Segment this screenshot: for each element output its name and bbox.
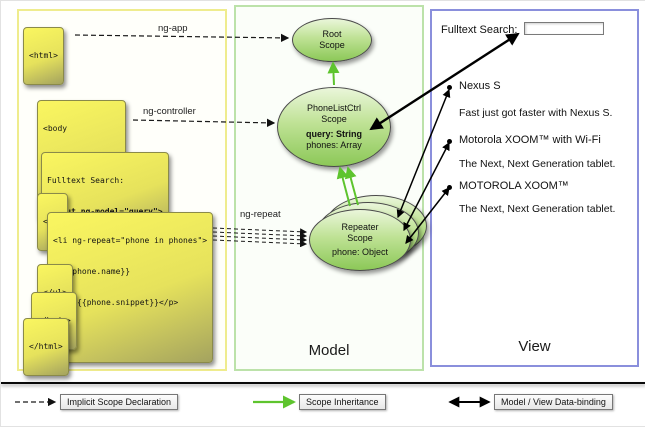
fulltext-search-input[interactable]: [524, 22, 604, 35]
code-html-open: <html>: [23, 27, 64, 85]
query-property: query: String: [305, 129, 362, 139]
ng-controller-label: ng-controller: [143, 106, 196, 117]
repeater-scope-title: Scope: [347, 233, 373, 244]
bullet-icon: [447, 139, 452, 144]
repeater-scope-title: Repeater: [341, 222, 379, 233]
phone-title: Motorola XOOM™ with Wi-Fi: [459, 134, 601, 146]
code-line: {{phone.name}}: [53, 266, 131, 276]
code-line: Fulltext Search:: [47, 175, 125, 185]
root-scope-ellipse: Root Scope: [292, 18, 372, 62]
code-line: <body: [43, 123, 68, 133]
ng-app-label: ng-app: [158, 23, 188, 34]
repeater-scope-ellipse-front: Repeater Scope phone: Object: [309, 209, 411, 271]
phone-property: phone: Object: [331, 246, 389, 257]
bullet-icon: [447, 85, 452, 90]
phone-snippet: Fast just got faster with Nexus S.: [459, 107, 613, 119]
phones-property: phones: Array: [306, 139, 362, 150]
phone-snippet: The Next, Next Generation tablet.: [459, 158, 616, 170]
phonelistctrl-scope-title: Scope: [321, 114, 347, 125]
legend-separator: [1, 382, 645, 384]
code-line: <li ng-repeat="phone in phones">: [53, 235, 208, 245]
phonelistctrl-scope-title: PhoneListCtrl: [306, 103, 362, 114]
code-line: </html>: [29, 341, 63, 351]
model-panel-label: Model: [308, 342, 350, 359]
phone-title: MOTOROLA XOOM™: [459, 180, 569, 192]
legend-scope-inheritance: Scope Inheritance: [299, 394, 386, 410]
bullet-icon: [447, 185, 452, 190]
code-line: <p>{{phone.snippet}}</p>: [53, 298, 179, 308]
view-fulltext-search-label: Fulltext Search:: [441, 24, 518, 36]
root-scope-line: Root: [322, 29, 342, 40]
phone-snippet: The Next, Next Generation tablet.: [459, 203, 616, 215]
legend-implicit-scope: Implicit Scope Declaration: [60, 394, 179, 410]
ng-repeat-label: ng-repeat: [240, 209, 281, 220]
code-line: <html>: [29, 50, 58, 60]
phonelistctrl-scope-ellipse: PhoneListCtrl Scope query: String phones…: [277, 87, 391, 167]
legend-data-binding: Model / View Data-binding: [494, 394, 613, 410]
root-scope-line: Scope: [319, 40, 345, 50]
code-html-close: </html>: [23, 318, 69, 376]
view-panel-label: View: [518, 338, 551, 355]
phone-title: Nexus S: [459, 80, 501, 92]
